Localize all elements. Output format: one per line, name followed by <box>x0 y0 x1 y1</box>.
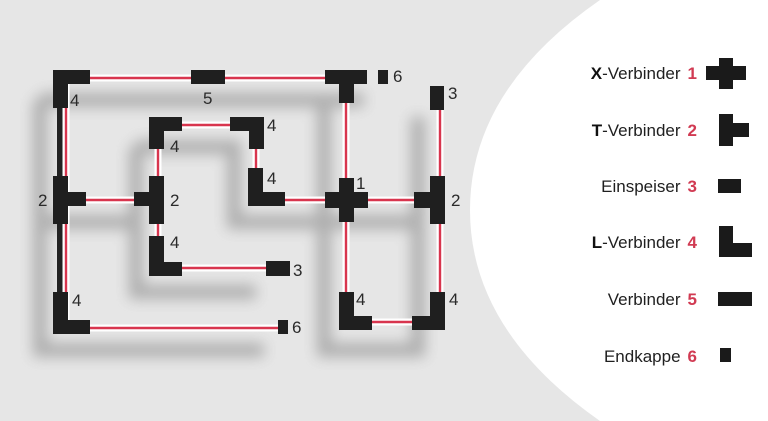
legend-label-t: -Verbinder <box>602 121 681 140</box>
label-inner-bottom-l: 4 <box>170 233 179 252</box>
label-inner-mid-right: 4 <box>267 169 276 188</box>
t-connector-inner-left <box>134 176 164 224</box>
endcap-top <box>378 70 388 84</box>
legend-item-l-connector: L-Verbinder 4 <box>592 226 752 257</box>
label-top-right-feed: 3 <box>448 84 457 103</box>
feed-inner <box>266 261 290 276</box>
endcap-icon <box>720 348 731 362</box>
legend-label-l: -Verbinder <box>602 233 681 252</box>
x-connector <box>325 178 368 222</box>
label-bottom-left-corner: 4 <box>72 291 81 310</box>
t-connector-icon <box>719 114 749 146</box>
connectors <box>53 70 445 334</box>
legend-prefix-t: T <box>592 121 603 140</box>
label-right-t: 2 <box>451 191 460 210</box>
t-connector-top-right <box>325 70 367 103</box>
endcap-bottom <box>278 320 288 334</box>
label-right-bottom-left: 4 <box>356 290 365 309</box>
legend-item-feed: Einspeiser 3 <box>601 177 741 196</box>
legend-prefix-x: X <box>591 64 603 83</box>
label-inner-feed: 3 <box>293 261 302 280</box>
l-connector-top-left <box>53 70 90 108</box>
label-top-left-corner: 4 <box>70 91 79 110</box>
label-top-endcap: 6 <box>393 67 402 86</box>
l-connector-inner-top-left <box>149 117 182 149</box>
l-connector-inner-top-right <box>230 117 264 149</box>
straight-connector-icon <box>718 292 752 306</box>
feed-icon <box>718 179 741 193</box>
legend-item-straight-connector: Verbinder 5 <box>608 290 752 309</box>
legend-number-endcap: 6 <box>688 347 697 366</box>
legend-label-feed: Einspeiser <box>601 177 681 196</box>
legend-prefix-l: L <box>592 233 602 252</box>
straight-connector-top <box>191 70 225 84</box>
legend-item-t-connector: T-Verbinder 2 <box>592 114 749 146</box>
label-bottom-endcap: 6 <box>292 318 301 337</box>
label-inner-top-right: 4 <box>267 116 276 135</box>
legend-label-endcap: Endkappe <box>604 347 681 366</box>
legend-number-straight: 5 <box>688 290 697 309</box>
l-connector-right-bottom-left <box>339 292 372 330</box>
t-connector-right <box>414 176 445 224</box>
legend-label-straight: Verbinder <box>608 290 681 309</box>
legend-number-x: 1 <box>688 64 697 83</box>
legend-item-x-connector: X-Verbinder 1 <box>591 58 746 89</box>
label-top-connector: 5 <box>203 89 212 108</box>
l-connector-right-bottom-right <box>412 292 445 330</box>
label-right-bottom-right: 4 <box>449 290 458 309</box>
l-connector-bottom-left <box>53 292 90 334</box>
legend-label-x: -Verbinder <box>602 64 681 83</box>
label-x-junction: 1 <box>356 174 365 193</box>
l-connector-icon <box>719 226 752 257</box>
label-inner-top-left: 4 <box>170 137 179 156</box>
l-connector-inner-mid <box>248 168 285 206</box>
label-left-t: 2 <box>38 191 47 210</box>
legend-panel <box>470 0 768 421</box>
legend-number-t: 2 <box>688 121 697 140</box>
legend-number-l: 4 <box>688 233 698 252</box>
diagram-labels: 4 5 6 3 4 4 4 2 2 1 2 4 3 4 6 4 4 <box>38 67 460 337</box>
legend-item-endcap: Endkappe 6 <box>604 347 731 366</box>
label-inner-left-t: 2 <box>170 191 179 210</box>
x-connector-icon <box>706 58 746 89</box>
l-connector-inner-bottom <box>149 236 182 276</box>
t-connector-left <box>53 176 86 224</box>
legend-number-feed: 3 <box>688 177 697 196</box>
feed-top-right <box>430 86 444 110</box>
